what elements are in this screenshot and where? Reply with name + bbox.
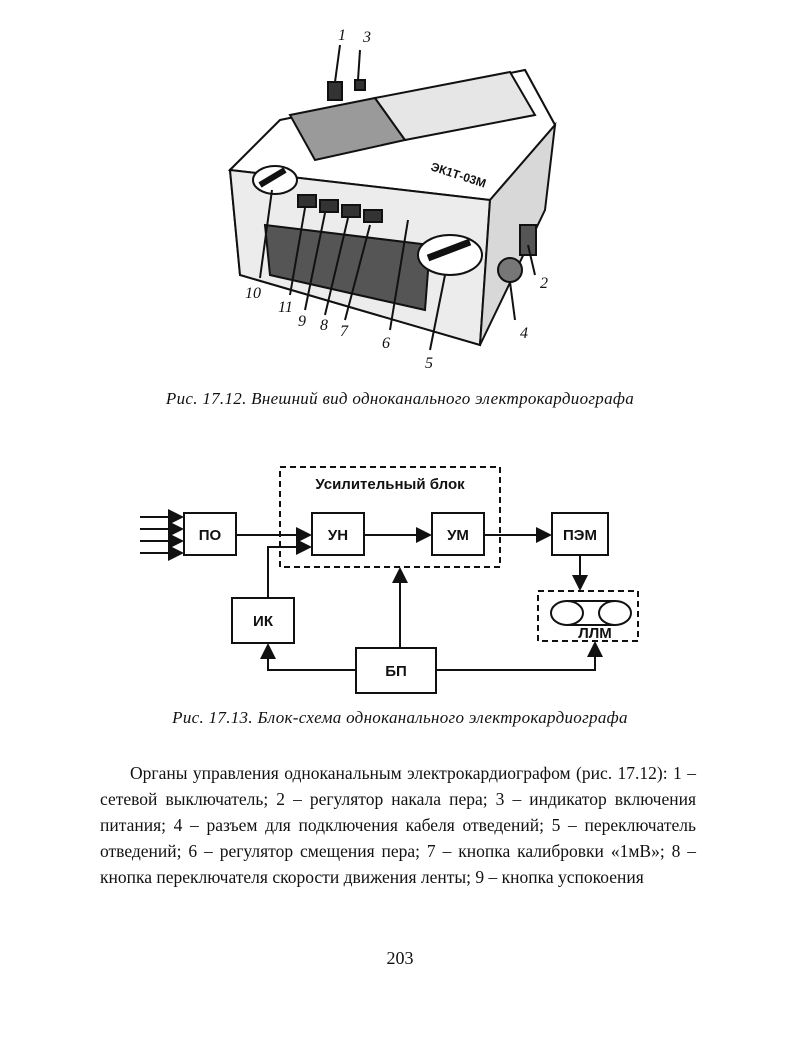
label-1: 1 <box>338 27 346 44</box>
figure-17-13-caption: Рис. 17.13. Блок-схема одноканального эл… <box>172 708 628 727</box>
page-number: 203 <box>386 948 414 968</box>
label-7: 7 <box>340 323 349 340</box>
block-diagram: Усилительный блок ПО УН УМ ПЭМ ИК БП ЛЛМ <box>140 466 639 694</box>
body-paragraph: Органы управления одноканальным электрок… <box>100 763 696 887</box>
label-2: 2 <box>540 275 548 292</box>
block-um-label: УМ <box>447 527 469 544</box>
amplifier-group-label: Усилительный блок <box>315 476 465 493</box>
label-10: 10 <box>245 285 261 302</box>
figure-17-12-caption: Рис. 17.12. Внешний вид одноканального э… <box>165 389 635 408</box>
label-4: 4 <box>520 325 528 342</box>
label-8: 8 <box>320 317 328 334</box>
label-5: 5 <box>425 355 433 372</box>
device-illustration: 1 3 2 4 10 11 9 8 7 6 5 ЭК1Т-03М <box>227 27 557 372</box>
block-llm-label: ЛЛМ <box>578 625 612 642</box>
amplifier-group-frame <box>279 466 501 568</box>
block-pem-label: ПЭМ <box>563 527 597 544</box>
block-ik-label: ИК <box>253 613 274 630</box>
block-un-label: УН <box>328 527 348 544</box>
label-3: 3 <box>362 29 371 46</box>
label-9: 9 <box>298 313 306 330</box>
block-bp-label: БП <box>385 663 407 680</box>
label-6: 6 <box>382 335 390 352</box>
label-11: 11 <box>278 299 293 316</box>
body-text: Органы управления одноканальным электрок… <box>100 760 696 890</box>
block-po-label: ПО <box>199 527 222 544</box>
